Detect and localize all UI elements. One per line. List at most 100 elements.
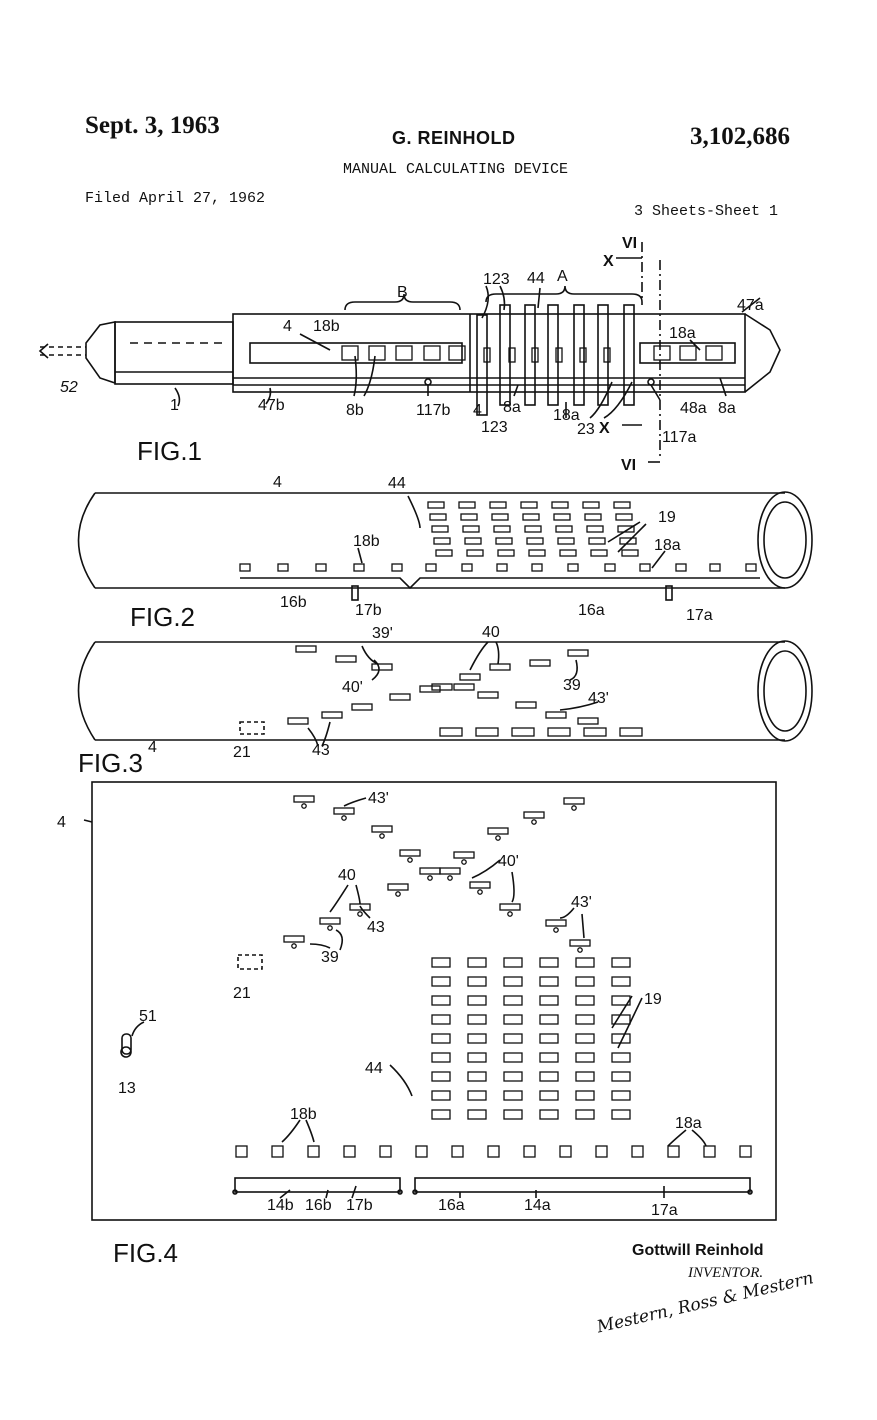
ref-19: 19 xyxy=(658,509,676,526)
fig4-digit-window xyxy=(575,957,595,968)
ref-16a: 16a xyxy=(578,602,605,619)
fig4-pin xyxy=(507,911,513,917)
fig2-digit-window xyxy=(458,501,476,509)
fig4-slot xyxy=(371,825,393,833)
fig2-digit-window xyxy=(433,537,451,545)
fig4-digit-window xyxy=(539,976,559,987)
fig4-labels: 4 43' 40' 40 43' 43 39 21 51 13 19 44 18… xyxy=(57,790,702,1268)
fig2-hole xyxy=(461,563,473,572)
fig3-slot xyxy=(567,649,589,657)
ref-40-prime: 40' xyxy=(342,679,363,696)
fig2-digit-window xyxy=(559,549,577,557)
fig4-digit-window xyxy=(467,957,487,968)
fig4-digit-window xyxy=(503,1090,523,1101)
fig4-digit-window xyxy=(575,1033,595,1044)
fig3-slot xyxy=(321,711,343,719)
ref-44: 44 xyxy=(388,475,406,492)
fig4-digit-window xyxy=(431,957,451,968)
ref-40: 40 xyxy=(338,867,356,884)
fig4-slot xyxy=(499,903,521,911)
fig2-hole xyxy=(745,563,757,572)
ref-44: 44 xyxy=(527,270,545,287)
ref-52: 52 xyxy=(60,379,78,396)
ref-17a: 17a xyxy=(651,1202,678,1219)
fig2-hole xyxy=(239,563,251,572)
ref-17b: 17b xyxy=(346,1197,373,1214)
fig4-pin xyxy=(395,891,401,897)
ref-47a: 47a xyxy=(737,297,764,314)
fig2-digit-window xyxy=(435,549,453,557)
fig4-pin xyxy=(495,835,501,841)
fig4-pin xyxy=(577,947,583,953)
fig2-hole xyxy=(709,563,721,572)
fig4-digit-window xyxy=(467,1033,487,1044)
fig2-hole xyxy=(531,563,543,572)
fig4-slot xyxy=(283,935,305,943)
fig4-pin xyxy=(553,927,559,933)
fig3-foot xyxy=(547,727,571,737)
fig1-digit-window xyxy=(483,347,491,363)
fig4-digit-window xyxy=(467,1071,487,1082)
fig4-digit-window xyxy=(575,976,595,987)
ref-8b: 8b xyxy=(346,402,364,419)
fig2-digit-window xyxy=(588,537,606,545)
sheet-count: 3 Sheets-Sheet 1 xyxy=(634,203,779,220)
fig4-pin xyxy=(407,857,413,863)
fig2-digit-window xyxy=(522,513,540,521)
fig2-digit-window xyxy=(586,525,604,533)
ref-39: 39 xyxy=(321,949,339,966)
fig4-slot xyxy=(319,917,341,925)
ref-17a: 17a xyxy=(686,607,713,624)
ref-B: B xyxy=(397,284,408,301)
fig2-digit-window xyxy=(553,513,571,521)
ref-1: 1 xyxy=(170,397,179,414)
fig4-pin xyxy=(427,875,433,881)
fig4-digit-window xyxy=(611,1014,631,1025)
fig3-foot xyxy=(439,727,463,737)
fig1-window xyxy=(705,345,723,361)
ref-18b: 18b xyxy=(353,533,380,550)
fig4-digit-window xyxy=(611,1071,631,1082)
fig2-digit-window xyxy=(466,549,484,557)
fig4-hole xyxy=(487,1145,500,1158)
fig4-digit-window xyxy=(431,1052,451,1063)
fig3-slot xyxy=(335,655,357,663)
fig4-hole xyxy=(739,1145,752,1158)
fig2-digit-window xyxy=(615,513,633,521)
fig2-digit-window xyxy=(551,501,569,509)
fig4-hole xyxy=(523,1145,536,1158)
fig4-digit-window xyxy=(611,1052,631,1063)
ref-23: 23 xyxy=(577,421,595,438)
fig4-slot xyxy=(469,881,491,889)
fig4-pin xyxy=(341,815,347,821)
ref-18b: 18b xyxy=(313,318,340,335)
fig4-slot xyxy=(387,883,409,891)
fig3-slot xyxy=(371,663,393,671)
fig3-cylinder xyxy=(77,640,813,747)
fig4-digit-window xyxy=(431,1014,451,1025)
fig4-hole xyxy=(235,1145,248,1158)
fig3-slot xyxy=(489,663,511,671)
ref-16b: 16b xyxy=(305,1197,332,1214)
fig4-hole xyxy=(451,1145,464,1158)
fig4-digit-window xyxy=(431,1071,451,1082)
fig2-caption: FIG.2 xyxy=(130,602,195,632)
fig3-foot xyxy=(619,727,643,737)
fig4-digit-window xyxy=(539,957,559,968)
fig2-digit-window xyxy=(497,549,515,557)
fig2-hole xyxy=(639,563,651,572)
fig4-digit-window xyxy=(539,1071,559,1082)
ref-X-bottom: X xyxy=(599,420,610,437)
fig4-development xyxy=(83,781,777,1221)
fig3-slot xyxy=(529,659,551,667)
ref-18a-lower: 18a xyxy=(553,407,580,424)
fig4-pin xyxy=(327,925,333,931)
fig4-slot xyxy=(569,939,591,947)
fig4-digit-window xyxy=(467,976,487,987)
fig2-hole xyxy=(315,563,327,572)
fig2-hole xyxy=(496,563,508,572)
fig2-digit-window xyxy=(524,525,542,533)
fig4-digit-window xyxy=(467,1014,487,1025)
fig4-pin xyxy=(477,889,483,895)
